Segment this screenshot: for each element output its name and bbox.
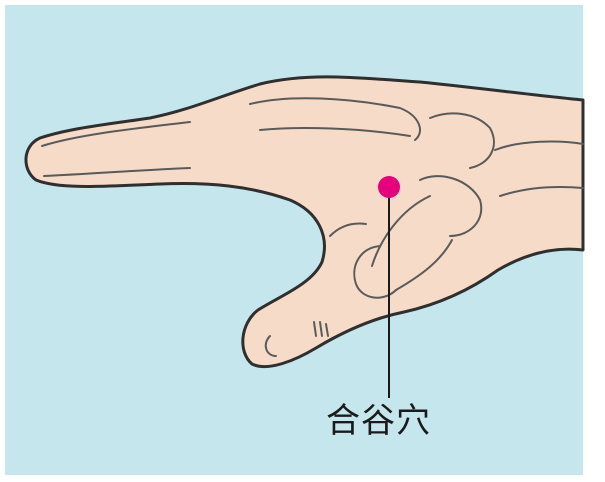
acupoint-marker: [378, 176, 400, 198]
acupoint-label: 合谷穴: [326, 404, 431, 438]
